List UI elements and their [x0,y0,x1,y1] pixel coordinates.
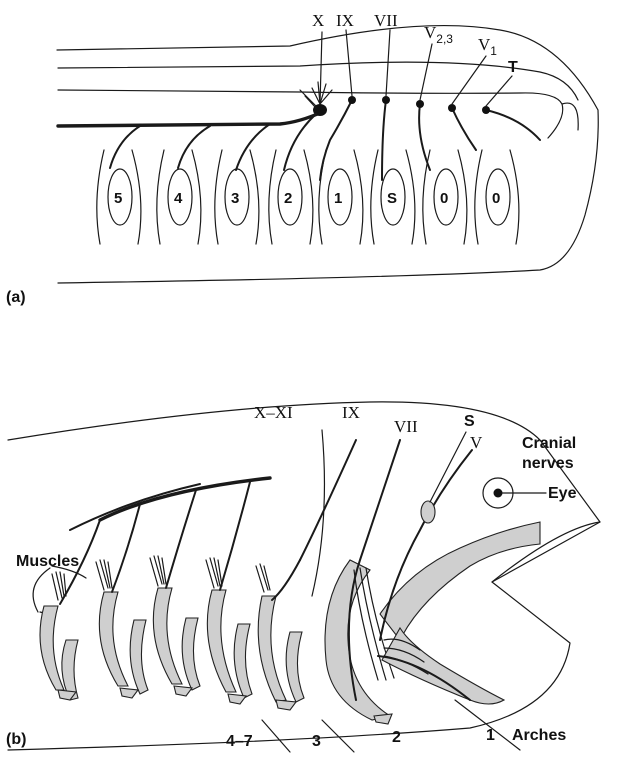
arch-0b: 0 [475,150,519,244]
arch-group-3 [256,560,304,710]
label-nerve-t: T [508,59,518,76]
label-nerve-vii-b: VII [394,417,418,436]
label-nerves: nerves [522,455,574,472]
label-arches: Arches [512,727,566,744]
arch-2: 2 [269,150,313,244]
nerve-x-rootlets [300,82,332,108]
nerve-x-xi-trunk [100,478,270,520]
nerve-t [482,76,540,140]
arch-label-s: S [387,190,397,207]
arch-set-a: 5 4 3 2 1 [97,150,519,244]
arch-group-2 [325,560,394,724]
label-arches-4-7: 4–7 [226,733,253,750]
arch-s: S [371,150,415,244]
nerve-ix-b [300,440,356,560]
eye [483,478,546,508]
label-nerve-x-xi: X–XI [254,403,293,422]
nerve-ix [320,30,356,180]
nerve-x-pointer [320,32,322,104]
arch-group-4-7 [40,482,252,704]
arch-5: 5 [97,150,141,244]
label-spiracle-s: S [464,413,475,430]
label-nerve-v1: V1 [478,35,497,58]
label-nerve-ix-b: IX [342,403,360,422]
label-nerve-x: X [312,11,324,30]
arch-label-0a: 0 [440,190,448,207]
arch-label-4: 4 [174,190,183,207]
nerve-vii [382,30,390,180]
panel-a-label: (a) [6,289,26,306]
arch-3: 3 [215,150,259,244]
muscle-arrow-1 [33,568,50,612]
panel-b-label: (b) [6,731,26,748]
label-nerve-v23: V2,3 [424,23,453,46]
label-nerve-vii: VII [374,11,398,30]
arch-label-1: 1 [334,190,342,207]
arch-label-5: 5 [114,190,122,207]
label-muscles: Muscles [16,553,79,570]
label-nerve-ix: IX [336,11,354,30]
panel-a: 5 4 3 2 1 [6,11,598,306]
arch-label-2: 2 [284,190,292,207]
arch-label-3: 3 [231,190,239,207]
label-arch-2: 2 [392,729,401,746]
spiracle-s [421,432,466,523]
panel-b: X–XI IX VII S V Cranial nerves Eye Muscl… [6,402,600,752]
label-nerve-v-b: V [470,433,483,452]
nerve-x-trunk [58,112,322,126]
head-fold [562,103,578,130]
nerve-v1 [448,56,486,150]
arch-0a: 0 [423,150,467,244]
arch-1: 1 [319,150,363,244]
nerve-branch-4 [178,126,210,168]
neural-tube [58,62,578,100]
arch-group-1 [380,522,540,704]
label-cranial: Cranial [522,435,576,452]
label-arch-3: 3 [312,733,321,750]
label-arch-1: 1 [486,727,495,744]
line-47-bottom [262,720,290,752]
arch-label-0b: 0 [492,190,500,207]
label-eye: Eye [548,485,577,502]
